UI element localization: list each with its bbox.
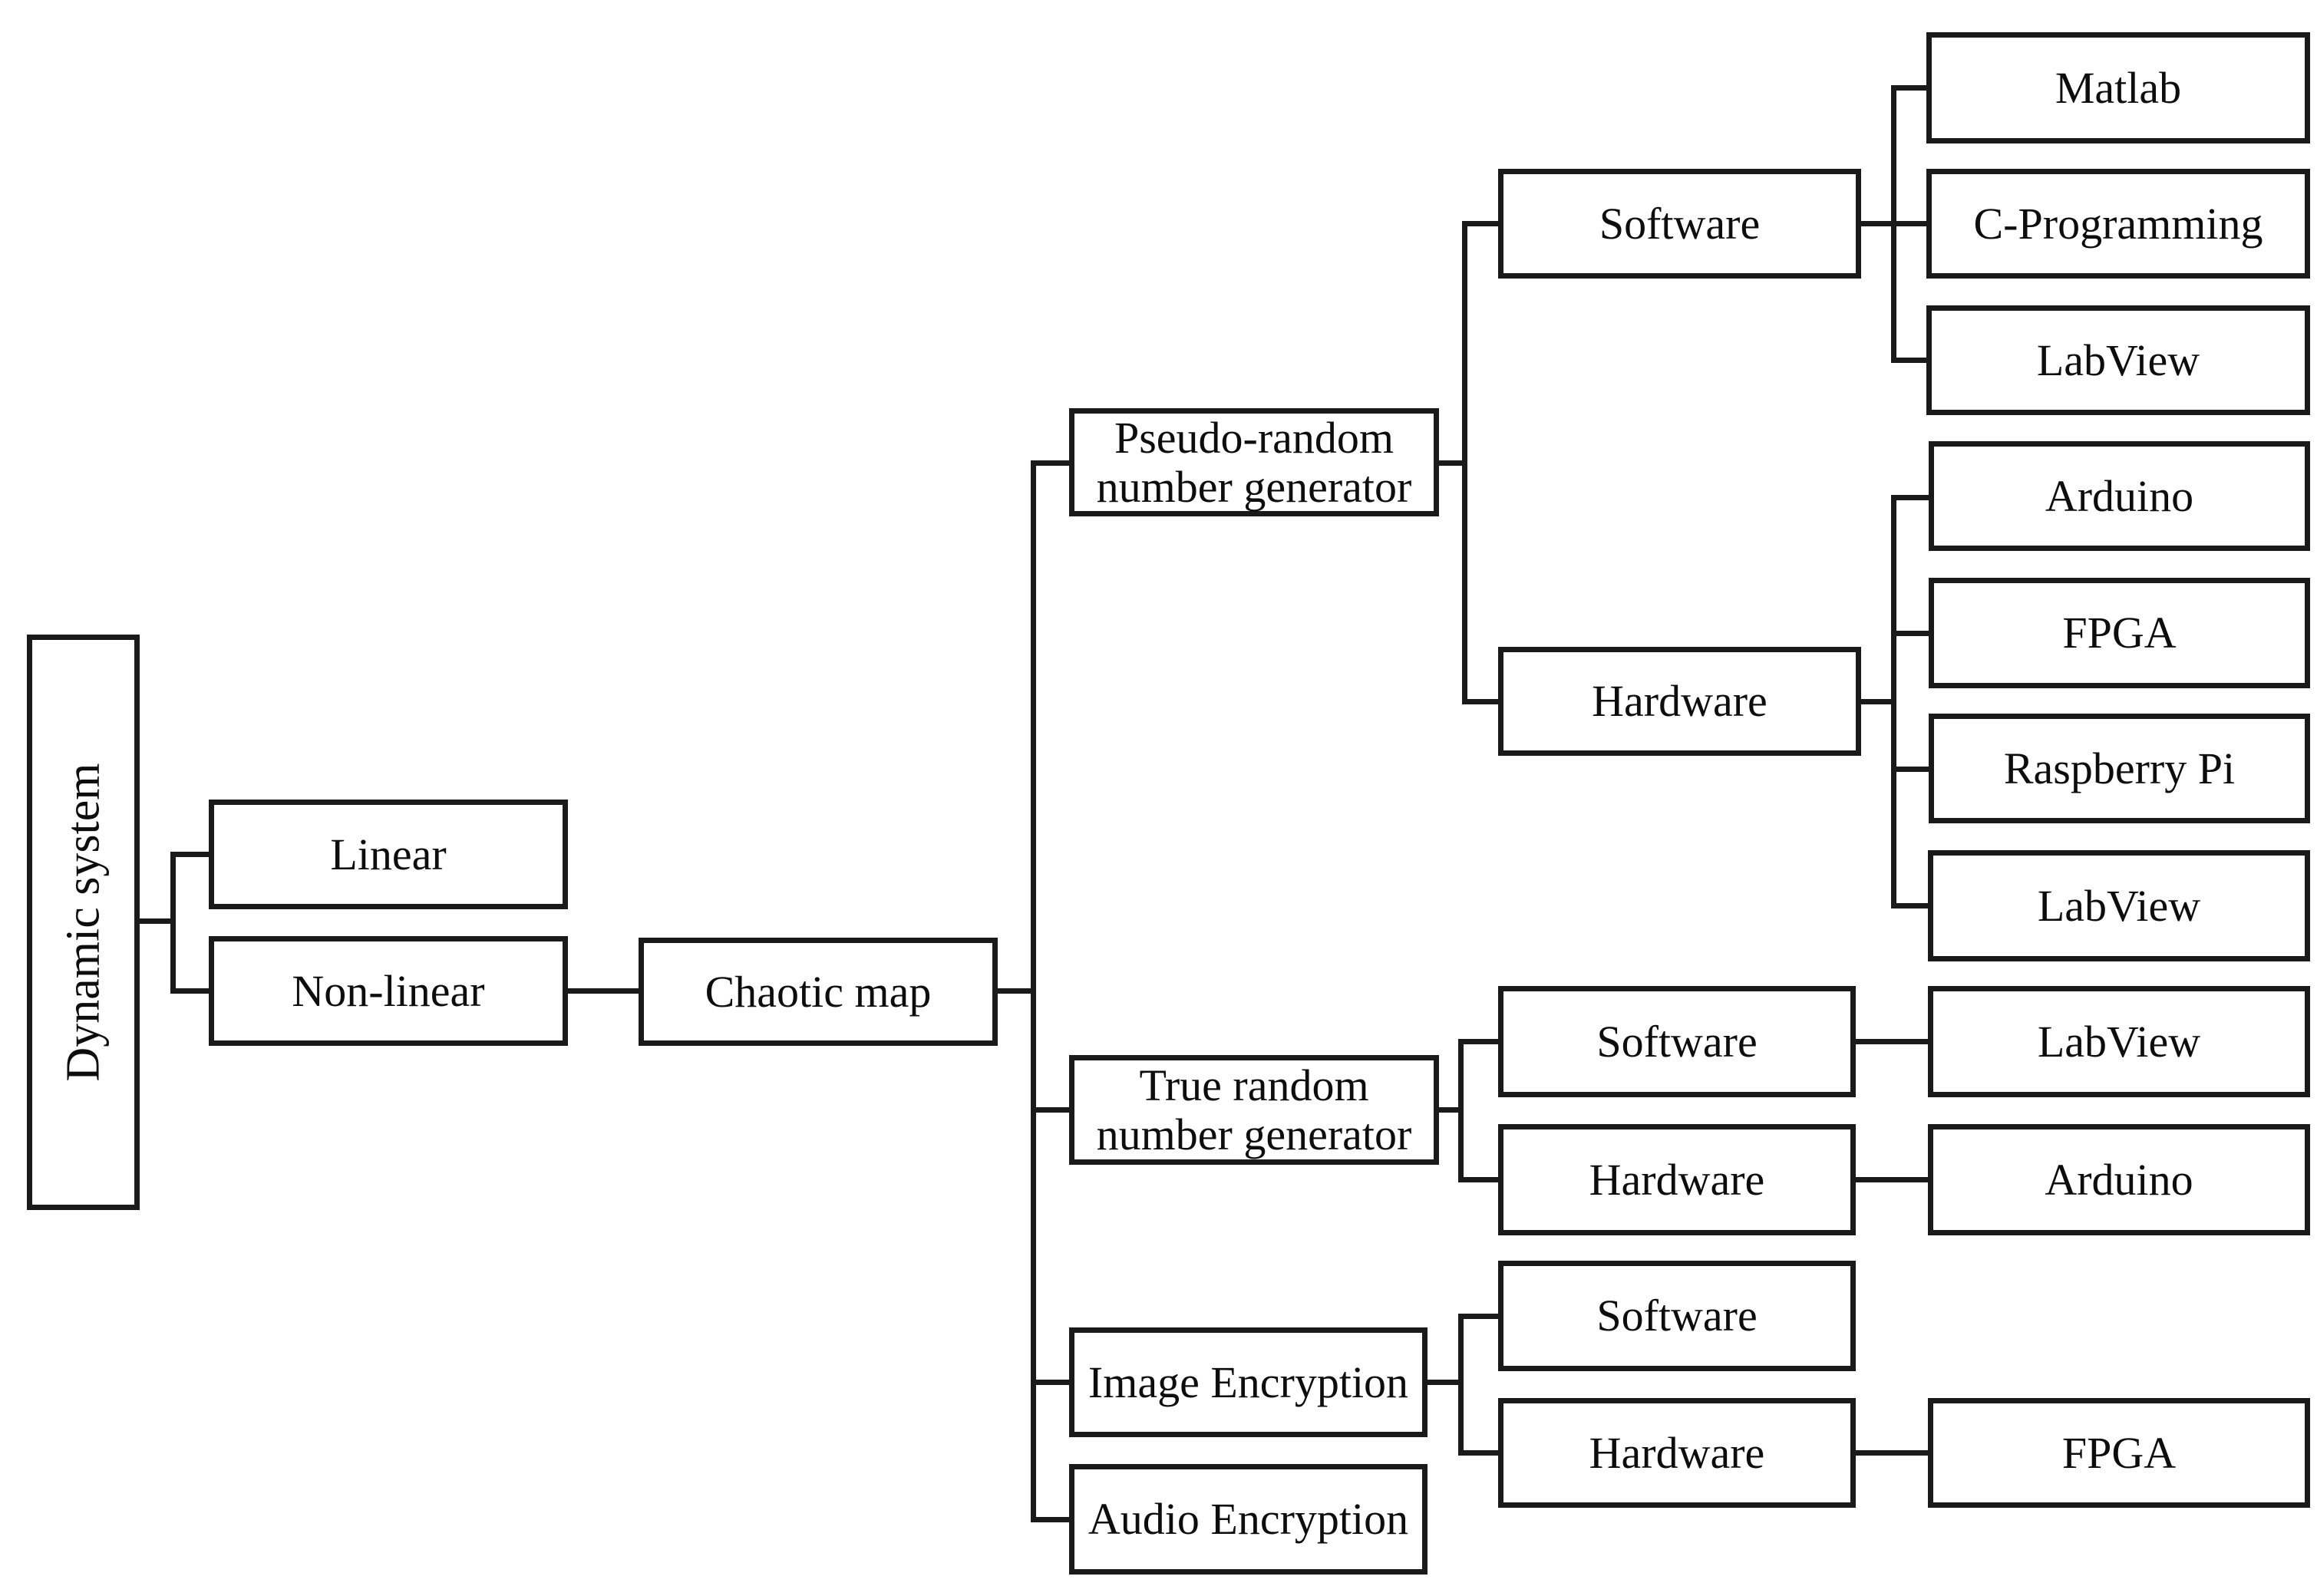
node-image-encryption: Image Encryption	[1069, 1327, 1427, 1437]
connector-nonlinear-in	[170, 988, 209, 994]
node-ie-software: Software	[1498, 1261, 1856, 1371]
connector-bracket-iehw	[1458, 1450, 1498, 1456]
node-label-non-linear: Non-linear	[292, 965, 485, 1016]
connector-ie-bracket-v	[1458, 1314, 1464, 1456]
connector-trng-bracket	[1439, 1107, 1464, 1113]
connector-prnghw-t2	[1861, 699, 1896, 704]
node-prng-hardware: Hardware	[1498, 647, 1861, 756]
connector-trunk-trng	[1031, 1107, 1069, 1113]
connector-bracket-trngsw	[1458, 1039, 1498, 1044]
node-label-labview-1: LabView	[2036, 335, 2200, 385]
node-label-arduino-2: Arduino	[2045, 1154, 2193, 1205]
connector-trunk1-v	[1891, 85, 1896, 363]
node-label-fpga-2: FPGA	[2061, 1427, 2177, 1478]
node-label-audio-encryption: Audio Encryption	[1088, 1494, 1409, 1544]
node-label-prng: Pseudo-random number generator	[1096, 412, 1412, 512]
node-linear: Linear	[209, 800, 568, 909]
node-label-trng-hardware: Hardware	[1589, 1154, 1765, 1205]
connector-t2-arduino	[1891, 495, 1929, 500]
connector-t1-matlab	[1891, 85, 1926, 91]
node-labview-1: LabView	[1926, 305, 2310, 415]
node-fpga-2: FPGA	[1928, 1398, 2310, 1508]
node-label-labview-3: LabView	[2037, 1016, 2201, 1067]
node-raspberry-pi: Raspberry Pi	[1929, 714, 2310, 823]
connector-prng-bracket	[1439, 460, 1467, 466]
connector-ds-stub	[140, 918, 170, 924]
node-label-prng-software: Software	[1599, 198, 1761, 249]
node-label-arduino-1: Arduino	[2045, 470, 2194, 521]
node-prng: Pseudo-random number generator	[1069, 408, 1439, 516]
connector-bracket-prngsw	[1462, 221, 1498, 226]
node-label-ie-hardware: Hardware	[1589, 1427, 1765, 1478]
connector-ie-bracket	[1427, 1380, 1464, 1385]
connector-trnghw-arduino2	[1856, 1177, 1928, 1182]
node-label-matlab: Matlab	[2055, 62, 2182, 113]
node-label-trng-software: Software	[1596, 1016, 1758, 1067]
connector-t1-labview1	[1891, 358, 1926, 363]
connector-bracket1-v	[170, 852, 176, 994]
node-label-trng: True random number generator	[1096, 1060, 1412, 1159]
connector-trng-bracket-v	[1458, 1039, 1464, 1182]
connector-nonlinear-chaotic	[568, 988, 639, 994]
connector-trunk2-v	[1891, 495, 1896, 908]
node-matlab: Matlab	[1926, 32, 2310, 143]
node-arduino-2: Arduino	[1928, 1124, 2310, 1235]
node-label-ie-software: Software	[1596, 1291, 1758, 1340]
node-labview-3: LabView	[1928, 986, 2310, 1097]
connector-t2-fpga	[1891, 631, 1929, 636]
connector-chaotic-trunk	[998, 988, 1036, 994]
connector-main-trunk-v	[1031, 460, 1036, 1522]
node-dynamic-system: Dynamic system	[27, 635, 140, 1210]
node-c-programming: C-Programming	[1926, 169, 2310, 279]
node-label-labview-2: LabView	[2037, 880, 2201, 931]
node-arduino-1: Arduino	[1929, 441, 2310, 551]
node-label-image-encryption: Image Encryption	[1088, 1357, 1409, 1407]
connector-t2-labview2	[1891, 903, 1928, 908]
connector-t2-rpi	[1891, 767, 1929, 772]
node-label-raspberry-pi: Raspberry Pi	[2003, 743, 2236, 793]
node-prng-software: Software	[1498, 169, 1861, 279]
node-label-linear: Linear	[330, 829, 447, 879]
node-label-c-programming: C-Programming	[1973, 198, 2263, 249]
node-ie-hardware: Hardware	[1498, 1398, 1856, 1508]
node-trng-software: Software	[1498, 986, 1856, 1097]
connector-trunk-ie	[1031, 1380, 1069, 1385]
connector-trngsw-labview3	[1856, 1039, 1928, 1044]
node-label-prng-hardware: Hardware	[1592, 676, 1767, 726]
connector-trunk-ae	[1031, 1517, 1069, 1522]
node-label-dynamic-system: Dynamic system	[57, 763, 110, 1082]
connector-bracket-trnghw	[1458, 1177, 1498, 1182]
node-labview-2: LabView	[1928, 850, 2310, 961]
node-chaotic-map: Chaotic map	[639, 938, 998, 1046]
node-non-linear: Non-linear	[209, 936, 568, 1046]
node-label-fpga-1: FPGA	[2062, 608, 2177, 658]
connector-iehw-fpga2	[1856, 1450, 1928, 1456]
connector-prng-bracket-v	[1462, 221, 1467, 704]
node-trng: True random number generator	[1069, 1055, 1439, 1165]
node-label-chaotic-map: Chaotic map	[705, 966, 932, 1017]
node-audio-encryption: Audio Encryption	[1069, 1464, 1427, 1575]
connector-bracket-prnghw	[1462, 699, 1498, 704]
connector-bracket-iesw	[1458, 1314, 1498, 1319]
connector-trunk-prng	[1031, 460, 1069, 466]
node-fpga-1: FPGA	[1929, 578, 2310, 688]
node-trng-hardware: Hardware	[1498, 1124, 1856, 1235]
connector-linear-in	[170, 852, 209, 857]
